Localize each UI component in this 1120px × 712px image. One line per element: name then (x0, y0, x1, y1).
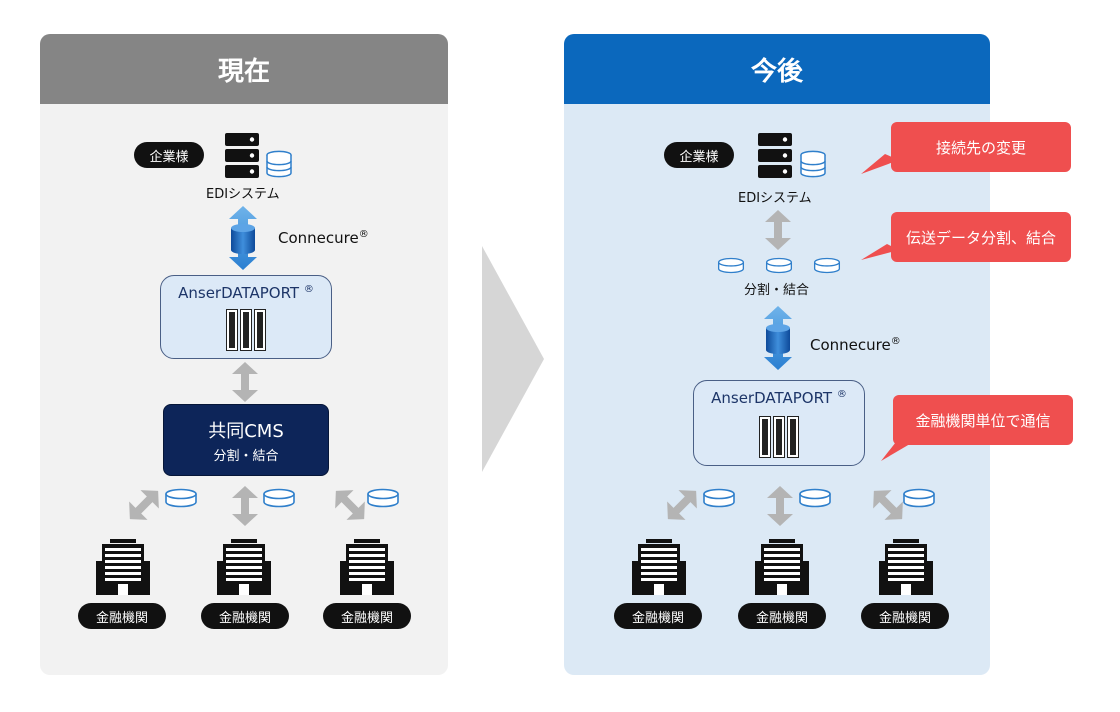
current-connecure-label: Connecure® (278, 229, 369, 247)
current-bank-building-icon-1 (96, 539, 150, 595)
current-bank-building-icon-2 (217, 539, 271, 595)
current-gray-diagonal-arrow-right-icon (330, 485, 370, 525)
current-edi-label: EDIシステム (206, 187, 280, 202)
future-edi-database-icon (799, 150, 827, 178)
future-bank-label-2: 金融機関 (738, 603, 826, 629)
callout-shape-data-split (861, 212, 1071, 262)
future-data-disk-icon-2 (765, 257, 793, 274)
current-connecure-connector-icon (228, 206, 258, 270)
future-gray-diagonal-arrow-left-icon (662, 485, 702, 525)
current-data-disk-icon-center (262, 488, 296, 508)
current-gray-double-arrow-icon (232, 362, 258, 402)
future-bank-building-icon-3 (879, 539, 933, 595)
current-gray-diagonal-arrow-left-icon (124, 485, 164, 525)
current-bank-label-1: 金融機関 (78, 603, 166, 629)
future-data-disk-icon-center (798, 488, 832, 508)
current-gray-double-arrow-center-icon (232, 486, 258, 526)
current-data-disk-icon-left (164, 488, 198, 508)
future-connecure-label: Connecure® (810, 336, 901, 354)
future-connecure-connector-icon (763, 306, 793, 370)
current-client-label: 企業様 (134, 142, 204, 168)
future-data-disk-icon-right (902, 488, 936, 508)
future-anserdataport-label: AnserDATAPORT (711, 389, 833, 407)
future-bank-label-3: 金融機関 (861, 603, 949, 629)
future-gray-double-arrow-center-icon (767, 486, 793, 526)
future-gray-double-arrow-top-icon (765, 210, 791, 250)
callout-data-split: 伝送データ分割、結合 (905, 228, 1056, 247)
current-joint-cms-box: 共同CMS 分割・結合 (163, 404, 329, 476)
current-bank-building-icon-3 (340, 539, 394, 595)
current-bank-label-2: 金融機関 (201, 603, 289, 629)
current-cms-sub: 分割・結合 (213, 448, 279, 464)
future-bank-building-icon-2 (755, 539, 809, 595)
callout-per-bank: 金融機関単位で通信 (915, 411, 1051, 430)
current-edi-server-icon (225, 133, 259, 179)
future-edi-server-icon (758, 133, 792, 179)
current-anserdataport-label: AnserDATAPORT (178, 284, 300, 302)
current-cms-title: 共同CMS (208, 420, 284, 442)
future-bank-label-1: 金融機関 (614, 603, 702, 629)
future-bank-building-icon-1 (632, 539, 686, 595)
current-bank-label-3: 金融機関 (323, 603, 411, 629)
future-panel-title: 今後 (564, 34, 990, 104)
current-data-disk-icon-right (366, 488, 400, 508)
callout-connection-change: 接続先の変更 (935, 138, 1026, 157)
future-storage-rack-icon (759, 416, 799, 458)
callout-shape-per-bank (881, 395, 1073, 461)
future-data-disk-icon-3 (813, 257, 841, 274)
current-storage-rack-icon (226, 309, 266, 351)
future-client-label: 企業様 (664, 142, 734, 168)
future-data-disk-icon-left (702, 488, 736, 508)
current-panel-title: 現在 (40, 34, 448, 104)
transition-chevron-arrow (482, 246, 544, 472)
future-edi-label: EDIシステム (738, 191, 812, 206)
current-anserdataport-box: AnserDATAPORT ® (160, 275, 332, 359)
future-data-disk-icon-1 (717, 257, 745, 274)
current-edi-database-icon (265, 150, 293, 178)
callout-shape-connection-change (861, 122, 1071, 174)
future-split-label: 分割・結合 (744, 283, 810, 298)
future-anserdataport-box: AnserDATAPORT ® (693, 380, 865, 466)
